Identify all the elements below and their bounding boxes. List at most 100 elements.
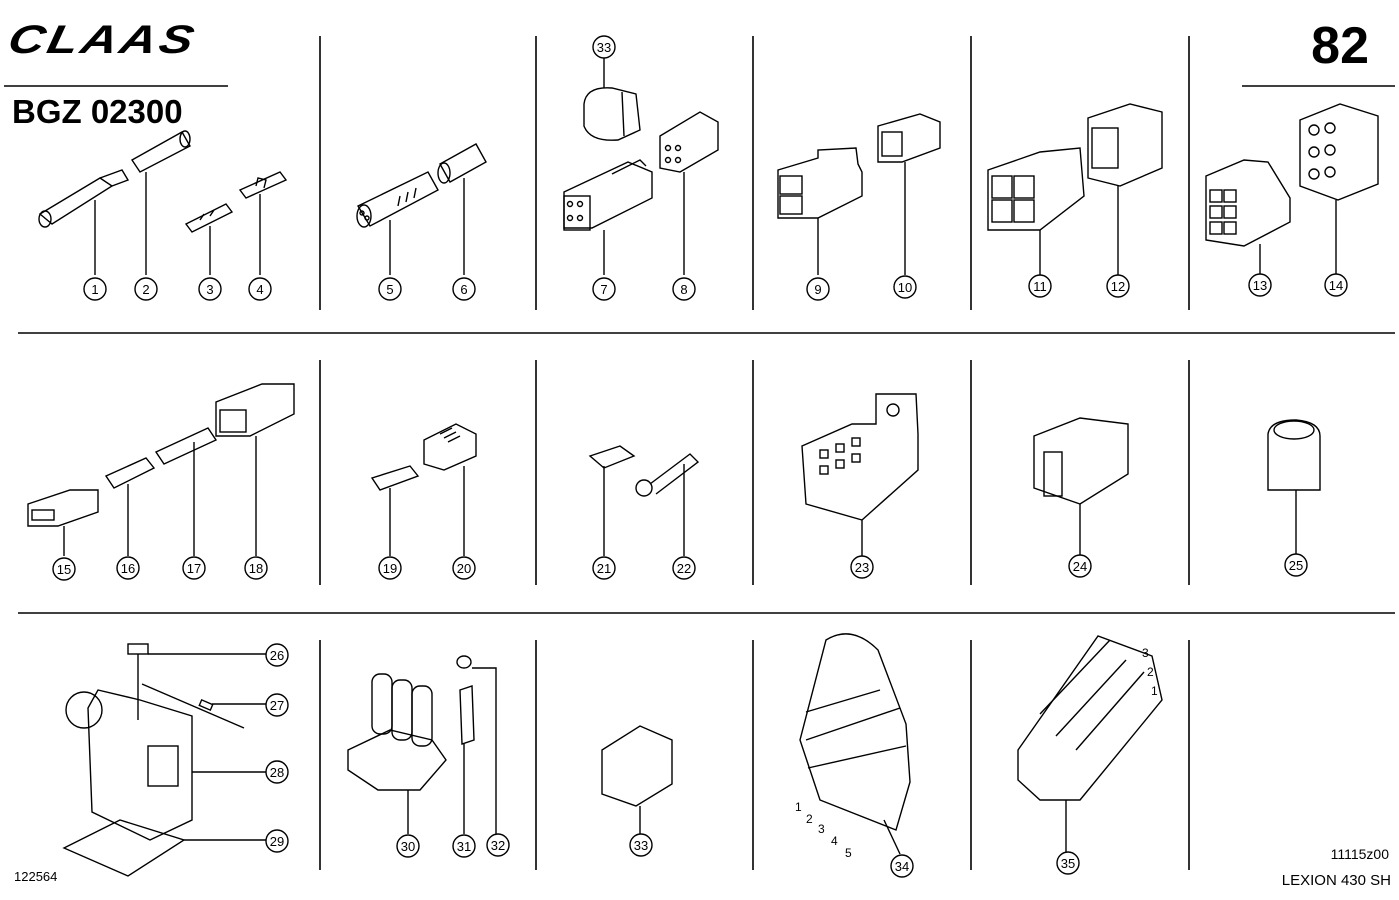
- part-number-28[interactable]: 28: [270, 765, 284, 780]
- part-number-6[interactable]: 6: [460, 282, 467, 297]
- part-callout-circle: [592, 556, 616, 580]
- part-callout-circle: [1248, 273, 1272, 297]
- part-number-25[interactable]: 25: [1289, 558, 1303, 573]
- part-number-33[interactable]: 33: [634, 838, 648, 853]
- part-number-2[interactable]: 2: [142, 282, 149, 297]
- part-callout-circle: [134, 277, 158, 301]
- part-callout-circle: [265, 693, 289, 717]
- part-number-33[interactable]: 33: [597, 40, 611, 55]
- part-drawing-17: [154, 427, 218, 556]
- part-number-35[interactable]: 35: [1061, 856, 1075, 871]
- part-drawing-1: [38, 169, 130, 275]
- part-number-11[interactable]: 11: [1033, 279, 1047, 294]
- part-drawing-26-29: [62, 643, 266, 877]
- part-number-34[interactable]: 34: [895, 859, 909, 874]
- part-drawing-9: [777, 147, 863, 275]
- part-number-10[interactable]: 10: [898, 280, 912, 295]
- part-drawing-3: [184, 203, 234, 275]
- part-number-23[interactable]: 23: [855, 560, 869, 575]
- part-callout-circle: [248, 277, 272, 301]
- part-drawing-13: [1205, 159, 1291, 275]
- part-drawing-18: [215, 383, 295, 556]
- part-drawing-11: [987, 147, 1085, 275]
- part-number-4[interactable]: 4: [256, 282, 263, 297]
- part-number-24[interactable]: 24: [1073, 559, 1087, 574]
- part-drawing-16: [104, 457, 156, 556]
- claas-logo: CLAAS: [4, 16, 202, 62]
- part-number-12[interactable]: 12: [1111, 279, 1125, 294]
- part-number-1[interactable]: 1: [91, 282, 98, 297]
- part-callout-circle: [1028, 274, 1052, 298]
- pin-label: 3: [1142, 646, 1149, 660]
- part-number-26[interactable]: 26: [270, 648, 284, 663]
- part-number-18[interactable]: 18: [249, 561, 263, 576]
- part-callout-circle: [1284, 553, 1308, 577]
- part-callout-circle: [1068, 554, 1092, 578]
- part-callout-circle: [486, 833, 510, 857]
- part-callout-circle: [83, 277, 107, 301]
- part-callout-circle: [265, 643, 289, 667]
- part-callout-circle: [890, 854, 914, 878]
- part-callout-circle: [116, 556, 140, 580]
- part-number-15[interactable]: 15: [57, 562, 71, 577]
- pin-label: 4: [831, 834, 838, 848]
- part-callout-circle: [378, 277, 402, 301]
- part-callout-circle: [893, 275, 917, 299]
- part-drawing-31: [459, 685, 475, 834]
- part-callout-circle: [452, 277, 476, 301]
- pin-label: 1: [1151, 684, 1158, 698]
- part-number-13[interactable]: 13: [1253, 278, 1267, 293]
- part-drawing-14: [1299, 103, 1379, 275]
- drawing-reference-left: 122564: [14, 869, 58, 884]
- pin-label: 3: [818, 822, 825, 836]
- part-callout-circle: [182, 556, 206, 580]
- pin-label: 1: [795, 800, 802, 814]
- part-drawing-8: [659, 111, 719, 275]
- part-drawing-33b: [601, 725, 673, 834]
- part-drawing-33a: [583, 58, 641, 141]
- part-callout-circle: [592, 35, 616, 59]
- part-number-30[interactable]: 30: [401, 839, 415, 854]
- part-number-8[interactable]: 8: [680, 282, 687, 297]
- part-number-17[interactable]: 17: [187, 561, 201, 576]
- part-drawing-12: [1087, 103, 1163, 275]
- part-callout-circle: [806, 277, 830, 301]
- part-callout-circle: [672, 556, 696, 580]
- part-number-27[interactable]: 27: [270, 698, 284, 713]
- part-callout-circle: [198, 277, 222, 301]
- part-drawing-6: [437, 143, 487, 275]
- part-number-14[interactable]: 14: [1329, 278, 1343, 293]
- part-number-19[interactable]: 19: [383, 561, 397, 576]
- part-callout-circle: [265, 760, 289, 784]
- part-number-5[interactable]: 5: [386, 282, 393, 297]
- pin-label: 2: [806, 812, 813, 826]
- part-callout-circle: [52, 557, 76, 581]
- part-drawing-4: [238, 171, 288, 275]
- part-number-9[interactable]: 9: [814, 282, 821, 297]
- part-callout-circle: [850, 555, 874, 579]
- part-number-22[interactable]: 22: [677, 561, 691, 576]
- part-drawing-25: [1267, 419, 1321, 556]
- part-number-31[interactable]: 31: [457, 839, 471, 854]
- part-drawing-2: [130, 130, 191, 275]
- part-drawing-32: [456, 655, 497, 834]
- pin-label: 2: [1147, 665, 1154, 679]
- part-number-16[interactable]: 16: [121, 561, 135, 576]
- grid-lines: [4, 36, 1395, 870]
- part-number-7[interactable]: 7: [600, 282, 607, 297]
- part-drawing-7: [563, 159, 653, 275]
- part-number-32[interactable]: 32: [491, 838, 505, 853]
- part-number-29[interactable]: 29: [270, 834, 284, 849]
- part-number-21[interactable]: 21: [597, 561, 611, 576]
- part-callout-circle: [378, 556, 402, 580]
- part-callout-circle: [1106, 274, 1130, 298]
- machine-model: LEXION 430 SH: [1281, 872, 1391, 889]
- part-drawing-19: [370, 465, 420, 556]
- part-callout-circle: [1324, 273, 1348, 297]
- part-callout-circle: [265, 829, 289, 853]
- part-callout-circle: [396, 834, 420, 858]
- part-callout-circle: [592, 277, 616, 301]
- part-number-3[interactable]: 3: [206, 282, 213, 297]
- part-number-20[interactable]: 20: [457, 561, 471, 576]
